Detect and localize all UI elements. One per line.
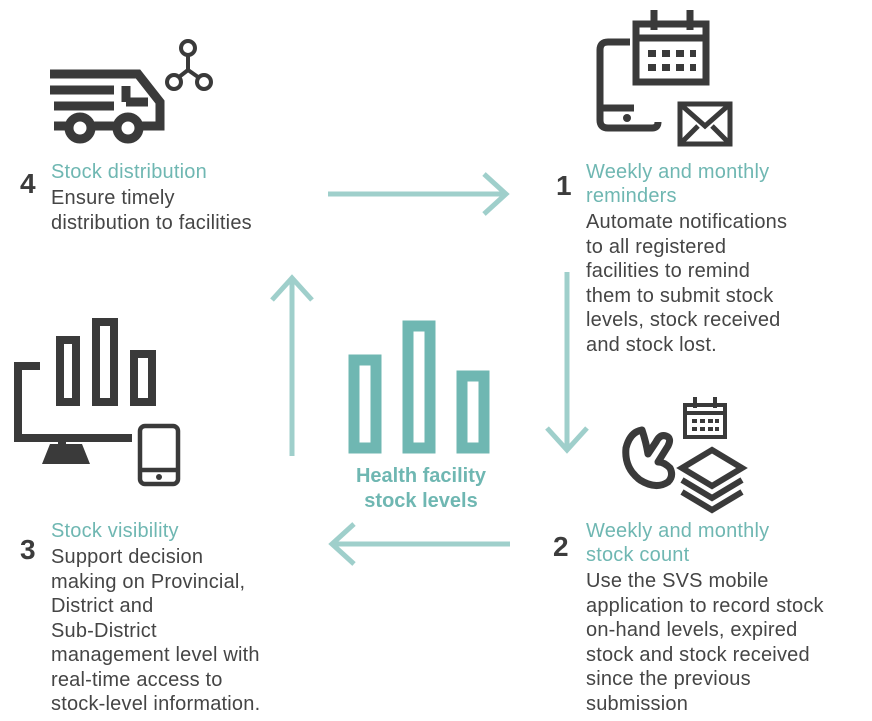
mobile-phone-icon (596, 38, 662, 132)
desktop-monitor-chart-icon (14, 318, 156, 464)
arrow-down (545, 272, 589, 454)
step-2-description: Use the SVS mobile application to record… (586, 570, 824, 715)
step-3-description: Support decision making on Provincial, D… (51, 546, 261, 715)
network-nodes-icon (165, 39, 213, 91)
step-1-title: Weekly and monthly reminders (586, 161, 770, 207)
calendar-icon (632, 10, 710, 86)
hand-icon (622, 426, 676, 489)
arrow-up (270, 274, 314, 456)
bar-chart-icon (348, 320, 490, 454)
step-3-number: 3 (20, 534, 36, 565)
step-1-description: Automate notifications to all registered… (586, 211, 788, 356)
mobile-phone-icon (137, 423, 181, 487)
step-4-title: Stock distribution (51, 161, 207, 183)
step-1-number: 1 (556, 170, 572, 201)
center-label: Health facility stock levels (355, 465, 487, 512)
arrow-right (328, 172, 510, 216)
step-4-number: 4 (20, 168, 36, 199)
stack-layers-icon (676, 446, 748, 514)
step-2-title: Weekly and monthly stock count (586, 520, 770, 566)
envelope-icon (677, 101, 733, 147)
step-3-title: Stock visibility (51, 520, 179, 542)
step-4-description: Ensure timely distribution to facilities (51, 187, 252, 234)
arrow-left (328, 522, 510, 566)
delivery-truck-icon (50, 69, 165, 144)
step-2-number: 2 (553, 531, 569, 562)
calendar-icon (683, 397, 727, 439)
